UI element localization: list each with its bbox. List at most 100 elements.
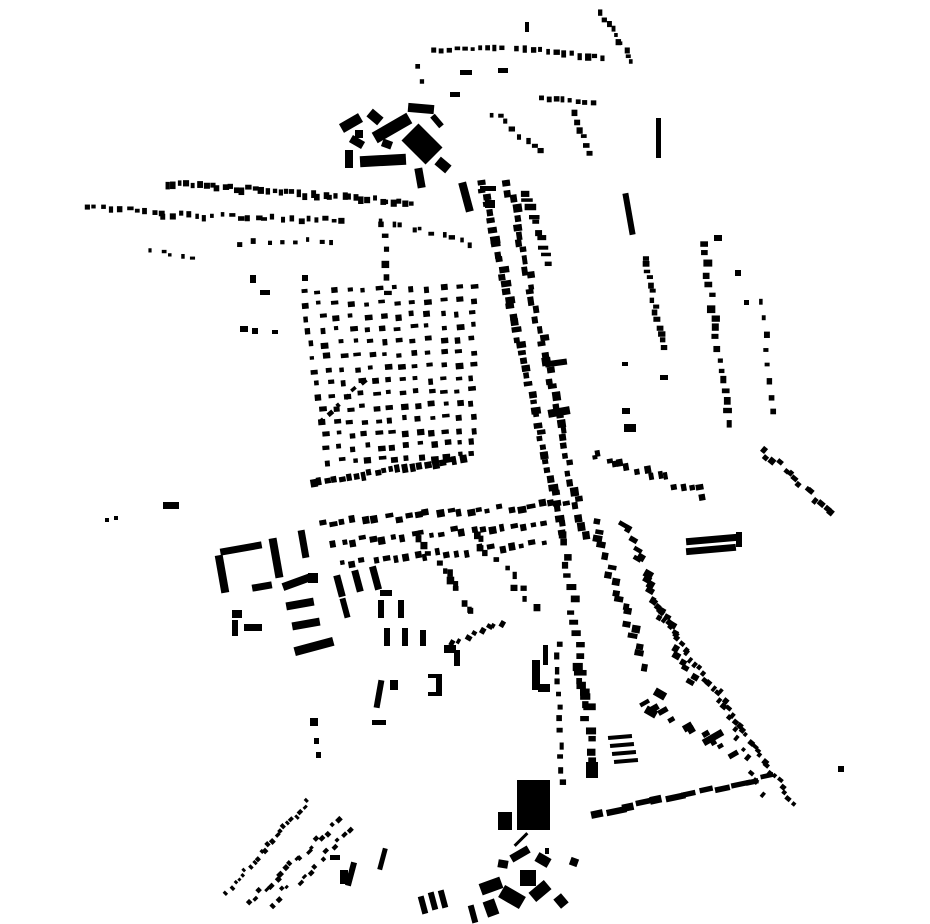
building: [538, 498, 547, 507]
building: [347, 560, 356, 569]
building: [378, 218, 383, 224]
building: [651, 309, 658, 316]
building: [574, 119, 581, 126]
building: [116, 206, 123, 213]
building: [498, 884, 526, 910]
building: [409, 463, 417, 473]
building: [183, 180, 190, 187]
building: [441, 325, 447, 331]
building: [537, 245, 549, 250]
building: [417, 226, 422, 231]
building: [526, 503, 536, 510]
building: [411, 349, 418, 357]
building: [358, 196, 364, 204]
building: [361, 419, 369, 426]
building: [569, 486, 580, 497]
building: [731, 718, 740, 727]
building: [426, 362, 433, 367]
building: [468, 375, 474, 382]
building: [642, 260, 650, 267]
building: [345, 150, 353, 168]
building: [559, 442, 567, 450]
building: [508, 126, 516, 132]
building: [390, 199, 397, 207]
building: [347, 313, 353, 318]
building: [436, 560, 443, 566]
building: [761, 454, 770, 462]
building: [519, 246, 527, 253]
building: [334, 837, 340, 843]
building: [659, 337, 666, 343]
building: [631, 624, 641, 634]
building: [467, 400, 474, 407]
building: [369, 514, 379, 524]
building: [471, 428, 477, 435]
building: [471, 350, 478, 356]
building: [414, 510, 423, 519]
building: [536, 325, 543, 334]
building: [287, 816, 294, 823]
building: [446, 576, 455, 585]
building: [381, 260, 390, 269]
building: [512, 571, 517, 580]
building: [279, 823, 286, 830]
building: [653, 602, 662, 611]
building: [768, 395, 775, 401]
building: [519, 357, 528, 365]
building: [618, 41, 623, 46]
building: [260, 290, 270, 295]
building: [347, 407, 355, 413]
building: [375, 285, 384, 291]
building: [237, 242, 243, 248]
building: [314, 738, 319, 744]
building: [441, 310, 446, 317]
building: [561, 561, 569, 569]
building: [672, 630, 680, 639]
building: [507, 542, 516, 551]
building: [628, 535, 639, 545]
building: [414, 167, 426, 189]
building: [646, 275, 653, 280]
building: [357, 557, 365, 563]
building: [277, 828, 283, 834]
building: [346, 826, 354, 834]
building: [575, 99, 581, 105]
building: [512, 203, 523, 213]
building: [369, 565, 382, 591]
building: [657, 470, 664, 480]
building: [522, 595, 527, 602]
building: [622, 362, 628, 366]
building: [671, 650, 682, 661]
building: [296, 189, 302, 198]
building: [520, 870, 536, 886]
building: [278, 885, 285, 892]
building: [478, 626, 487, 635]
building: [320, 342, 329, 350]
building: [286, 860, 293, 867]
building: [388, 444, 396, 452]
building: [378, 299, 386, 304]
building: [414, 550, 423, 559]
building: [297, 529, 310, 559]
building: [378, 600, 384, 618]
building: [229, 885, 236, 892]
building: [495, 255, 503, 263]
building: [189, 256, 196, 260]
building: [467, 607, 474, 614]
building: [649, 794, 663, 805]
building: [431, 47, 437, 53]
building: [532, 219, 540, 224]
building: [456, 323, 465, 331]
building: [766, 378, 773, 385]
building: [526, 137, 531, 145]
building: [269, 213, 275, 220]
building: [611, 749, 637, 757]
building: [334, 418, 342, 424]
building: [210, 213, 214, 218]
building: [569, 619, 579, 625]
building: [338, 476, 347, 483]
building: [536, 435, 543, 442]
building: [537, 340, 546, 347]
building: [558, 520, 566, 527]
building: [586, 762, 598, 778]
